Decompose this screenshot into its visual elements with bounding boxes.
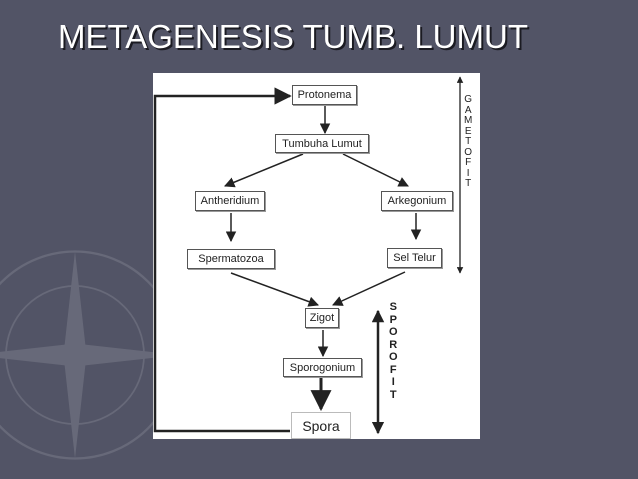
loop-arrow: [153, 87, 292, 433]
arrow-seltelur-zigot: [332, 271, 406, 306]
node-sporogonium: Sporogonium: [283, 358, 362, 377]
node-spermatozoa: Spermatozoa: [187, 249, 275, 269]
arrow-spermatozoa-zigot: [230, 272, 319, 307]
sporofit-label: S P O R O F I T: [389, 301, 398, 401]
node-tumbuha-lumut: Tumbuha Lumut: [275, 134, 369, 153]
arrow-tumbuha-antheridium: [224, 153, 304, 188]
node-sel-telur: Sel Telur: [387, 248, 442, 268]
compass-watermark-icon: [0, 250, 180, 460]
node-zigot: Zigot: [305, 308, 339, 328]
node-spora: Spora: [291, 412, 351, 439]
gametofit-label: G A M E T O F I T: [464, 94, 473, 189]
node-arkegonium: Arkegonium: [381, 191, 453, 211]
arrow-tumbuha-arkegonium: [342, 153, 409, 187]
diagram-connectors: [153, 76, 464, 435]
node-antheridium: Antheridium: [195, 191, 265, 211]
metagenesis-diagram: Protonema Tumbuha Lumut Antheridium Arke…: [153, 73, 480, 439]
slide-title: METAGENESIS TUMB. LUMUT: [58, 18, 528, 55]
node-protonema: Protonema: [292, 85, 357, 105]
